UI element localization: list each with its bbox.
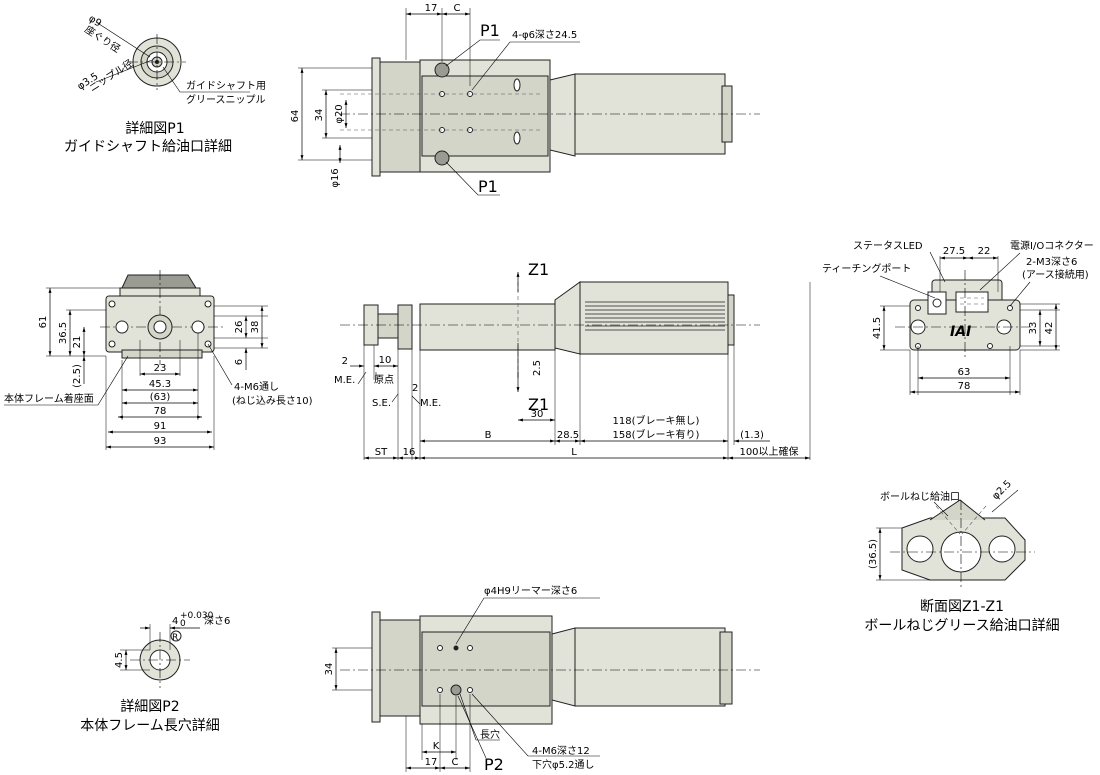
right-dim-22: 22 [978,246,991,257]
p2-height: 4.5 [114,652,125,668]
front-m6-thru: 4-M6通し [234,381,279,393]
top-p1-label-b: P1 [478,177,498,196]
p2-subtitle: 本体フレーム長穴詳細 [80,718,220,734]
p1-subtitle: ガイドシャフト給油口詳細 [64,139,232,155]
p1-counterbore: 座ぐり径 [82,23,123,56]
side-clearance: 100以上確保 [739,445,798,458]
side-view: Z1 Z1 2.5 2 10 M.E. 原点 2 S.E. M.E. 30 B [334,260,811,460]
p2-title: 詳細図P2 [120,699,179,715]
side-dim-st: ST [375,447,388,458]
right-dim-41-5: 41.5 [872,317,883,339]
front-dim-91: 91 [154,421,167,432]
p2-tol: 4 [172,616,178,627]
bottom-dim-34: 34 [324,663,335,676]
side-me-left: M.E. [334,375,355,386]
front-dim-36-5: 36.5 [58,322,69,344]
front-dim-61: 61 [38,316,49,329]
front-dim-93: 93 [154,436,167,447]
side-se: S.E. [372,398,391,409]
bottom-dim-k: K [433,741,440,752]
p1-title: 詳細図P1 [125,121,184,137]
grease-nipple-drawing [128,34,186,90]
bottom-p2-label: P2 [484,755,504,774]
right-status-led: ステータスLED [853,240,923,252]
front-dim-2-5: (2.5) [72,364,83,388]
bottom-dim-17: 17 [425,757,438,768]
top-dim-34: 34 [314,109,325,122]
front-dim-26: 26 [234,321,245,334]
front-screw-len: (ねじ込み長さ10) [232,395,313,407]
front-dim-6: 6 [234,359,245,365]
bottom-dim-c: C [452,757,459,768]
top-dim-phi16: φ16 [330,168,341,187]
section-phi2-5: φ2.5 [990,478,1014,502]
section-dim-36-5: (36.5) [868,539,879,569]
section-subtitle: ボールねじグリース給油口詳細 [864,618,1059,634]
p1-grease-nipple: グリースニップル [186,93,266,106]
right-dim-27-5: 27.5 [943,246,965,257]
side-dim-l: L [571,447,577,458]
right-m3-depth: 2-M3深さ6 [1026,256,1077,268]
right-earth: (アース接続用) [1022,268,1089,281]
detail-p2: 4 +0.030 0 深さ6 4.5 R 詳細図P2 本体フレーム長穴詳細 [80,611,230,734]
top-view: 17 C P1 P1 4-φ6深さ24.5 64 34 φ20 φ16 [290,3,760,196]
p2-tol-lower: 0 [180,619,186,629]
front-view: 61 36.5 21 (2.5) 23 45.3 (63) 78 91 93 2… [4,270,313,450]
right-brand: IAI [950,324,971,340]
front-dim-63p: (63) [150,392,171,403]
right-power-io: 電源I/Oコネクター [1010,239,1094,252]
top-dim-17: 17 [425,3,438,14]
p2-depth: 深さ6 [204,615,230,627]
side-origin: 原点 [374,374,394,386]
top-dim-64: 64 [290,110,301,123]
front-dim-45-3: 45.3 [149,379,171,390]
front-dim-38: 38 [250,321,261,334]
side-dim-2b: 2 [412,383,418,394]
right-end-view: IAI ステータスLED 27.5 22 電源I/Oコネクター ティーチングポー… [822,239,1094,395]
right-teaching-port: ティーチングポート [822,262,911,275]
io-connector-pins [960,297,984,305]
top-p1-label: P1 [480,21,500,40]
p2-r-label: R [172,633,178,643]
bottom-view: φ4H9リーマー深さ6 34 長穴 4-M6深さ12 下穴φ5.2通し K 17… [324,585,760,774]
front-mount-face: 本体フレーム着座面 [4,392,94,405]
side-with-brake: 158(ブレーキ有り) [613,428,700,441]
right-dim-42: 42 [1044,322,1055,335]
side-dim-b: B [485,430,492,441]
p2-tol-upper: +0.030 [180,611,214,621]
side-dim-10: 10 [379,355,392,366]
side-dim-2: 2 [342,356,348,367]
section-z1: ボールねじ給油口 φ2.5 (36.5) 断面図Z1-Z1 ボールねじグリース給… [864,478,1059,634]
side-dim-2-5: 2.5 [532,360,543,376]
side-me-right: M.E. [420,398,441,409]
right-dim-33: 33 [1028,322,1039,335]
side-dim-28-5: 28.5 [557,430,579,441]
right-dim-63: 63 [958,367,971,378]
bottom-reamer: φ4H9リーマー深さ6 [484,585,577,597]
side-dim-16: 16 [403,447,416,458]
front-dim-21: 21 [72,336,83,349]
bottom-slot: 長穴 [480,728,500,741]
bottom-m6-depth: 4-M6深さ12 [532,745,590,757]
p1-guide-for: ガイドシャフト用 [186,80,266,92]
detail-p1: φ9 座ぐり径 φ3.5 ニップル径 ガイドシャフト用 グリースニップル 詳細図… [64,13,266,155]
side-dim-1-3: (1.3) [740,430,764,441]
top-dim-phi20: φ20 [334,104,345,123]
side-dim-30: 30 [531,409,544,420]
cooling-fins [585,301,725,331]
right-dim-78: 78 [958,381,971,392]
side-z1-bottom: Z1 [528,395,549,414]
front-dim-23: 23 [154,363,167,374]
top-holes: 4-φ6深さ24.5 [512,29,577,41]
side-no-brake: 118(ブレーキ無し) [613,414,700,427]
top-dim-c: C [454,3,461,14]
front-dim-78: 78 [154,406,167,417]
section-ball-screw-port: ボールねじ給油口 [880,490,960,503]
section-title: 断面図Z1-Z1 [920,599,1004,615]
side-z1-top: Z1 [528,260,549,279]
bottom-pilot: 下穴φ5.2通し [532,758,595,771]
